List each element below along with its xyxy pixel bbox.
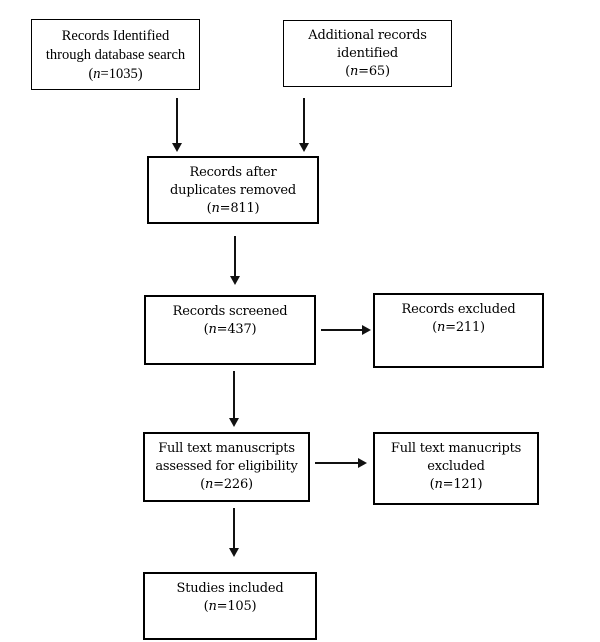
box-fulltext-assessed: Full text manuscripts assessed for eligi…	[143, 432, 310, 502]
count-label: (n=226)	[200, 477, 253, 492]
n-variable: n	[208, 599, 217, 614]
n-variable: n	[93, 66, 101, 82]
arrow-additional-to-duplicates	[303, 98, 305, 143]
box-text-line: Records after	[189, 165, 277, 180]
count-label: (n=811)	[206, 201, 260, 216]
count-label: (n=105)	[203, 599, 257, 614]
box-records-screened: Records screened (n=437)	[144, 295, 316, 365]
box-text-line: Records screened	[172, 304, 288, 319]
box-text-line: Additional records	[308, 28, 427, 43]
arrow-screened-to-excluded	[321, 329, 362, 331]
box-additional-records: Additional records identified (n=65)	[283, 20, 452, 87]
n-variable: n	[436, 320, 446, 335]
box-studies-included: Studies included (n=105)	[143, 572, 317, 640]
n-variable: n	[434, 477, 443, 492]
box-text-line: Full text manuscripts	[158, 441, 295, 456]
count-label: (n=437)	[203, 322, 257, 337]
n-variable: n	[349, 64, 359, 79]
box-text-line: assessed for eligibility	[155, 459, 298, 474]
n-variable: n	[211, 201, 220, 216]
box-text-line: duplicates removed	[170, 183, 296, 198]
arrow-fulltext-to-included	[233, 508, 235, 548]
count-label: (n=211)	[432, 320, 485, 335]
box-duplicates-removed: Records after duplicates removed (n=811)	[147, 156, 319, 224]
box-text-line: Records Identified	[61, 28, 170, 44]
count-label: (n=1035)	[88, 66, 143, 82]
arrow-screened-to-fulltext	[233, 371, 235, 418]
arrow-identified-to-duplicates	[176, 98, 178, 143]
box-text-line: identified	[337, 46, 398, 61]
n-variable: n	[208, 322, 217, 337]
box-records-excluded: Records excluded (n=211)	[373, 293, 544, 368]
box-records-identified: Records Identified through database sear…	[31, 19, 200, 90]
box-text-line: excluded	[427, 459, 485, 474]
n-variable: n	[204, 477, 214, 492]
box-text-line: Studies included	[176, 581, 284, 596]
arrow-fulltext-to-excluded	[315, 462, 358, 464]
box-fulltext-excluded: Full text manucripts excluded (n=121)	[373, 432, 539, 505]
box-text-line: Records excluded	[401, 302, 516, 317]
count-label: (n=65)	[345, 64, 390, 79]
box-text-line: through database search	[45, 47, 186, 63]
arrow-duplicates-to-screened	[234, 236, 236, 276]
count-label: (n=121)	[429, 477, 483, 492]
box-text-line: Full text manucripts	[390, 441, 522, 456]
